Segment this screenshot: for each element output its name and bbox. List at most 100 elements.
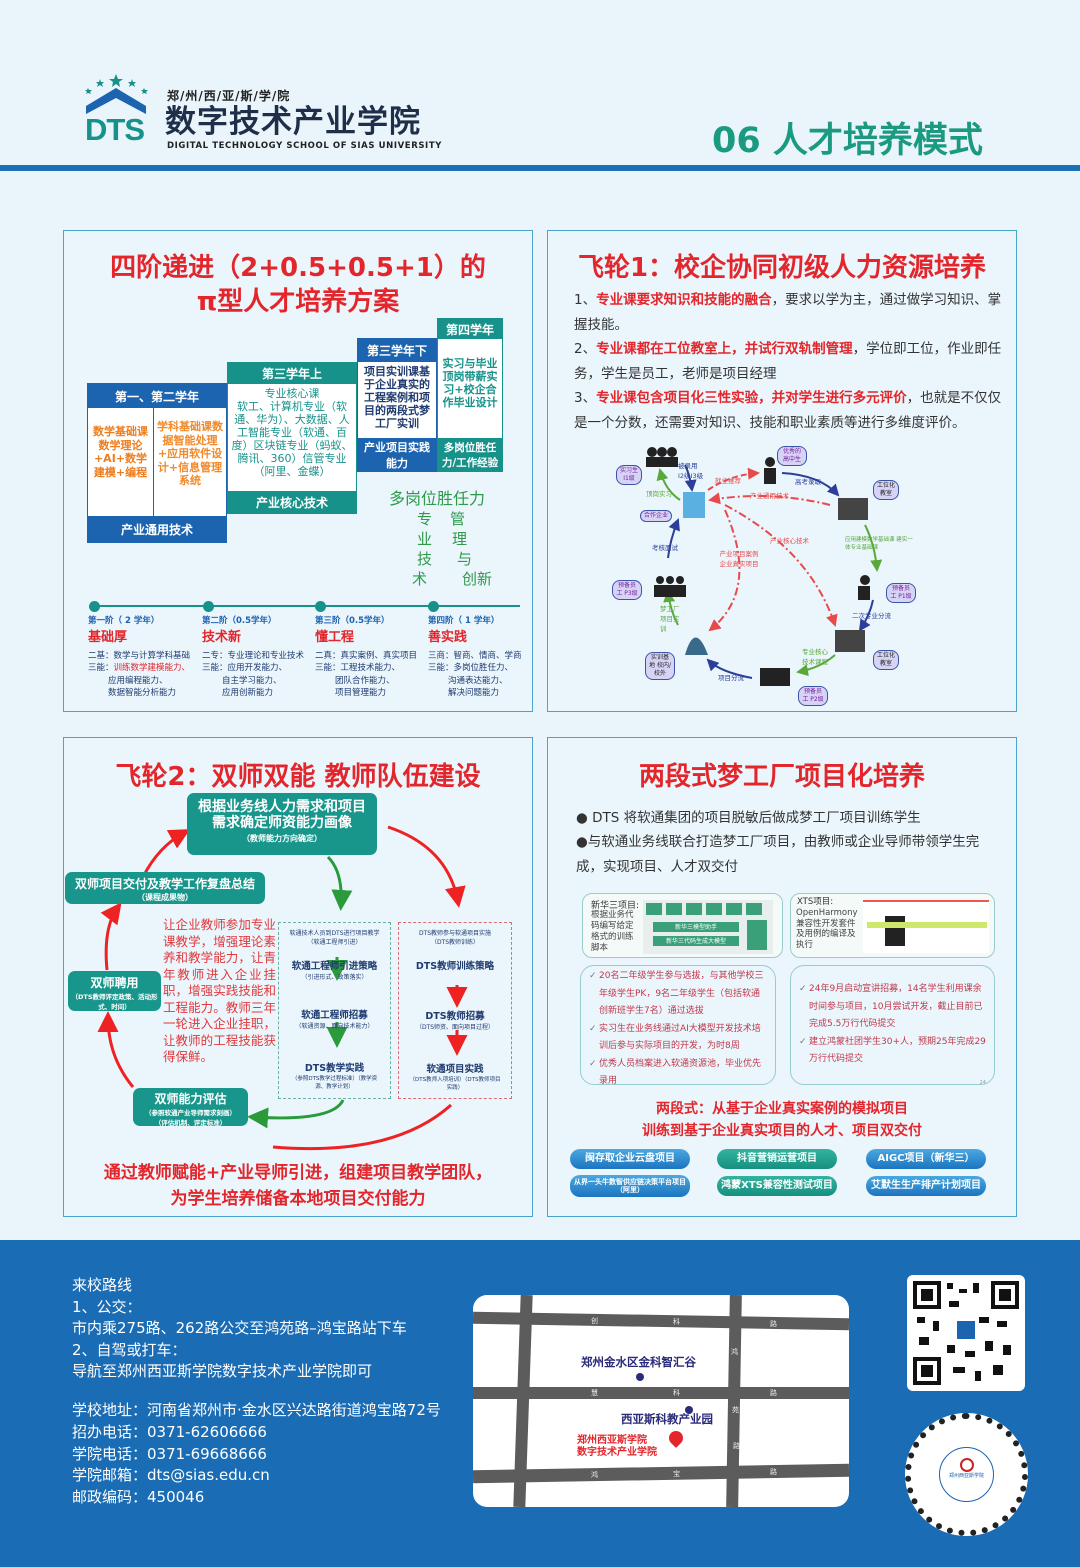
year4-block: 第四学年 实习与毕业顶岗带薪实习+校企合作毕业设计 多岗位胜任力/工作经验 — [437, 318, 503, 472]
stage-line-prefix: 三能： — [88, 663, 114, 673]
summary-line2: 训练到基于企业真实项目的人才、项目双交付 — [642, 1123, 922, 1139]
timeline-dot — [428, 601, 439, 612]
teacher-rotation-text: 让企业教师参加专业课教学，增强理论素养和教学能力，让青年教师进入企业挂职，增强实… — [163, 917, 276, 1064]
step-sub: （DTS教师入项培训）（DTS教师项目实践） — [409, 1077, 501, 1091]
text: ，也就是不仅仅是一个分数，还需要对知识、技能和职业素质等进行多维度评价。 — [574, 390, 1002, 431]
label-exam: 考核面试 — [652, 544, 678, 552]
campus-map[interactable]: 创科路 慧科路 鸿宝路 鸿苑路 郑州金水区金科智汇谷 西亚斯科教产业园 郑州西亚… — [473, 1295, 849, 1507]
xh-diagram: 新华三模型助手 新华三代码生成大模型 — [643, 900, 773, 954]
poi-park: 西亚斯科教产业园 — [621, 1412, 713, 1426]
year3a-body: 软工、计算机专业（软通、华为）、大数据、人工智能专业（软通、百度）区块链专业（蚂… — [231, 400, 353, 478]
point-1: 1、专业课要求知识和技能的融合，要求以学为主，通过做学习知识、掌握技能。 — [574, 288, 1004, 337]
project-pill[interactable]: 闽存取企业云盘项目 — [570, 1149, 690, 1169]
drive-title: 2、自驾或打车： — [72, 1341, 187, 1359]
road — [473, 1387, 849, 1399]
eval-sub1: （参照软通产业导师需求刻画） — [145, 1109, 236, 1117]
panel-title-line1: 四阶递进（2+0.5+0.5+1）的 — [110, 253, 486, 283]
stage-line: 二真：真实案例、真实项目 — [315, 650, 418, 661]
year4-footer: 多岗位胜任力/工作经验 — [438, 438, 502, 471]
stage-line: 二专：专业理论和专业技术 — [202, 650, 305, 661]
xh-label: 新华三项目: — [591, 901, 640, 911]
highlight: 专业课都在工位教室上，并试行双轨制管理 — [596, 341, 853, 358]
logo: DTS — [84, 72, 150, 152]
stage-4: 第四阶（ 1 学年） 善实践 三商：智商、情商、学商 三能：多岗位胜任力、 沟通… — [428, 615, 540, 700]
school-emblem-icon — [959, 1458, 974, 1472]
stage-name: 懂工程 — [315, 629, 355, 645]
pi-char: 与 — [457, 550, 473, 568]
drive-info: 导航至郑州西亚斯学院数字技术产业学院即可 — [72, 1362, 373, 1380]
xts-results: ✓24年9月启动宣讲招募，14名学生利用课余时间参与项目，10月尝试开发，截止目… — [790, 965, 995, 1086]
qr-code[interactable] — [907, 1275, 1025, 1391]
profile-line1: 根据业务线人力需求和项目 — [198, 799, 366, 815]
hire-sub: （DTS教师评定政策、活动形式、时间） — [71, 993, 158, 1011]
school-location: 郑州西亚斯学院数字技术产业学院 — [577, 1435, 657, 1459]
road-label: 鸿 — [591, 1471, 598, 1479]
year3b-block: 第三学年下 项目实训课基于企业真实的工程案例和项目的两段式梦工厂实训 产业项目实… — [357, 338, 437, 472]
eval-sub2: （评估机制、评定标准） — [154, 1119, 227, 1127]
year12-col1: 数学基础课数学理论+AI+数学建模+编程 — [88, 408, 154, 516]
badge-classroom2: 工位化教室 — [873, 650, 899, 670]
check-item: ✓24年9月启动宣讲招募，14名学生利用课余时间参与项目，10月尝试开发，截止目… — [799, 981, 986, 1034]
project-pill[interactable]: AIGC项目（新华三） — [866, 1149, 986, 1169]
summary-title: 双师项目交付及教学工作复盘总结 — [74, 877, 255, 891]
panel-title: 飞轮1：校企协同初级人力资源培养 — [577, 253, 987, 283]
badge-classroom: 工位化教室 — [873, 480, 899, 500]
logo-text: DTS — [85, 112, 145, 147]
panel-title: 两段式梦工厂项目化培养 — [638, 762, 925, 792]
year4-header: 第四学年 — [438, 319, 502, 339]
school-line2: 数字技术产业学院 — [577, 1447, 657, 1458]
label-split: 项目分流 — [718, 674, 744, 682]
stage-line: 训练数学建模能力、 — [113, 663, 191, 673]
eval-title: 双师能力评估 — [154, 1092, 227, 1106]
track-head: DTS教师参与软通项目实施 — [418, 930, 492, 937]
year4-body: 实习与毕业顶岗带薪实习+校企合作毕业设计 — [438, 339, 502, 438]
email[interactable]: 学院邮箱：dts@sias.edu.cn — [72, 1466, 270, 1484]
check-icon: ✓ — [589, 971, 597, 981]
track-head: 软通技术人员到DTS进行项目教学 — [289, 930, 380, 937]
school-name: 数字技术产业学院 — [165, 104, 421, 140]
flywheel1-cycle: 被录用 I2级I3级 实习生 I1级 顶岗实习 合作企业 就业推荐 优秀的高中生… — [590, 440, 930, 706]
project-pill[interactable]: 鸿蒙XTS兼容性测试项目 — [717, 1176, 837, 1196]
summary-sub: （课程成果物） — [137, 893, 193, 902]
stage-name: 技术新 — [202, 629, 242, 645]
pi-left-leg: 专业技术 — [412, 509, 432, 589]
project-pill[interactable]: 艾默生生产排产计划项目 — [866, 1176, 986, 1196]
panel-title: 飞轮2：双师双能 教师队伍建设 — [115, 762, 481, 792]
check-item: ✓优秀人员档案进入软通资源池，毕业优先录用 — [589, 1056, 767, 1091]
pi-char: 技 — [417, 550, 433, 568]
summary-box: 双师项目交付及教学工作复盘总结 （课程成果物） — [65, 872, 265, 904]
section-title: 06 人才培养模式 — [712, 121, 983, 161]
bullet-1: ● DTS 将软通集团的项目脱敏后做成梦工厂项目训练学生 — [576, 810, 921, 826]
badge-partner: 合作企业 — [640, 510, 673, 522]
location-pin-icon — [666, 1428, 686, 1448]
road-label: 慧 — [591, 1389, 598, 1397]
project-pill[interactable]: 从界一头牛数智供应链决策平台项目（阿里） — [570, 1175, 690, 1197]
step-title: DTS教师训练策略 — [415, 961, 495, 972]
stage-line-prefix: 三能： — [428, 663, 454, 673]
xts-diagram — [863, 900, 989, 953]
badge-intern: 实习生 I1级 — [616, 465, 642, 485]
highlight: 专业课包含项目化三性实验，并对学生进行多元评价 — [596, 390, 907, 407]
check-icon: ✓ — [589, 1058, 597, 1069]
num: 1、 — [574, 292, 597, 308]
label-core-tech: 产业核心技术 — [770, 537, 809, 545]
school-name-en: DIGITAL TECHNOLOGY SCHOOL OF SIAS UNIVER… — [167, 141, 442, 151]
engineer-track: 软通技术人员到DTS进行项目教学 （软通工程师引进） 软通工程师引进策略 （引进… — [278, 922, 391, 1099]
stage-label: 第四阶（ 1 学年） — [428, 616, 500, 626]
panel-flywheel1: 飞轮1：校企协同初级人力资源培养 1、专业课要求知识和技能的融合，要求以学为主，… — [547, 230, 1017, 712]
badge-excellent: 优秀的高中生 — [777, 446, 807, 466]
pi-char: 业 — [417, 530, 433, 548]
text: ，要求以学为主，通过做学习知识、掌握技能。 — [574, 292, 1002, 333]
road-label: 创 — [591, 1317, 598, 1325]
year3a-block: 第三学年上 专业核心课 软工、计算机专业（软通、华为）、大数据、人工智能专业（软… — [227, 362, 357, 514]
stage-line: 项目管理能力 — [335, 688, 387, 698]
teacher-profile-box: 根据业务线人力需求和项目需求确定师资能力画像（教师能力方向确定） — [187, 793, 377, 855]
mini-program-code[interactable]: 郑州西亚斯学院 — [905, 1413, 1028, 1536]
timeline-dot — [89, 601, 100, 612]
check-icon: ✓ — [799, 984, 807, 994]
pi-competence-title: 多岗位胜任力 — [389, 489, 486, 508]
check-text: 建立鸿蒙社团学生30+人，预期25年完成29万行代码提交 — [809, 1036, 986, 1065]
hire-box: 双师聘用（DTS教师评定政策、活动形式、时间） — [68, 971, 161, 1011]
project-pill[interactable]: 抖音营销运营项目 — [717, 1149, 837, 1169]
track-head-sub: （软通工程师引进） — [307, 939, 362, 946]
